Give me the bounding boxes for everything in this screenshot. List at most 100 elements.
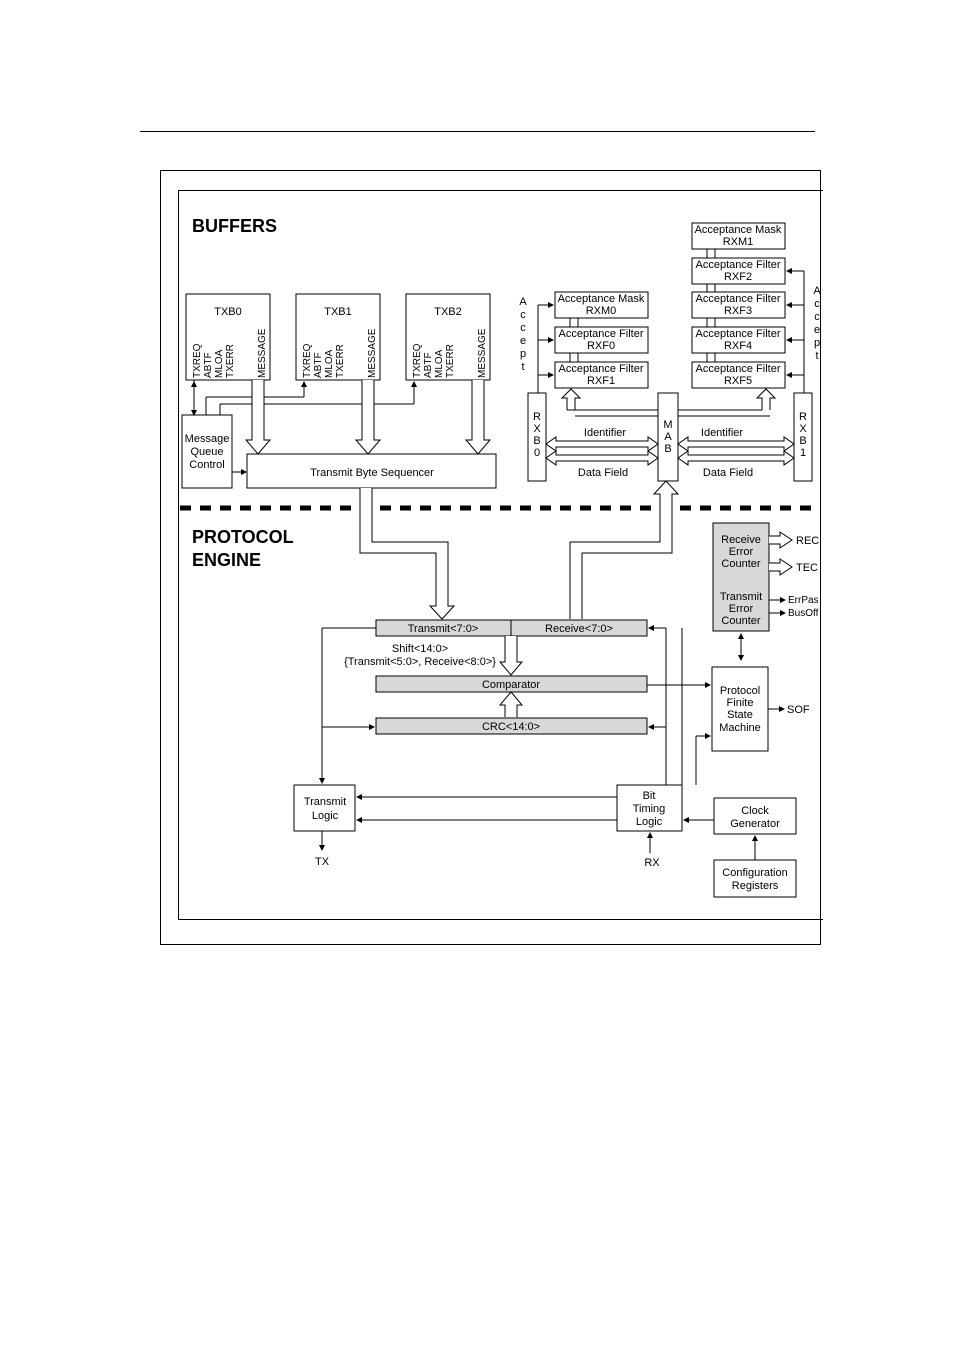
txb1-bit-mloa: MLOA	[324, 349, 335, 378]
txb2-block: TXB2 TXREQ ABTF MLOA TXERR MESSAGE	[405, 293, 491, 381]
txb1-block: TXB1 TXREQ ABTF MLOA TXERR MESSAGE	[295, 293, 381, 381]
rxf5-l1: Acceptance Filter	[696, 363, 781, 375]
rxb0-block: R X B 0	[527, 392, 547, 482]
transmit-byte-sequencer: Transmit Byte Sequencer	[246, 453, 497, 489]
protocol-title-1: PROTOCOL	[192, 527, 294, 547]
accept-right: A c c e p t	[813, 285, 821, 362]
mab-0: M	[663, 419, 672, 431]
tec-l1: Transmit	[720, 591, 762, 603]
txb1-message: MESSAGE	[367, 328, 378, 378]
btl-l3: Logic	[636, 816, 663, 828]
pfsm-l2: Finite	[727, 697, 754, 709]
txb1-bit-txreq: TXREQ	[302, 343, 313, 378]
rxf0-l1: Acceptance Filter	[559, 328, 644, 340]
data-field-left: Data Field	[578, 467, 628, 479]
rxf0-l2: RXF0	[587, 340, 615, 352]
accept-r-5: t	[815, 350, 818, 362]
buffers-title: BUFFERS	[192, 216, 277, 236]
figure-frame	[160, 170, 821, 945]
rxb1-0: R	[799, 411, 807, 423]
rxb1-3: 1	[800, 447, 806, 459]
crc-label: CRC<14:0>	[482, 721, 540, 733]
accept-l-5: t	[521, 361, 524, 373]
rxf3-l2: RXF3	[724, 305, 752, 317]
rxf2-l2: RXF2	[724, 271, 752, 283]
txb2-bit-abtf: ABTF	[423, 352, 434, 378]
receive-reg-label: Receive<7:0>	[545, 623, 613, 635]
rxb0-0: R	[533, 411, 541, 423]
rxb0-3: 0	[534, 447, 540, 459]
rxb1-1: X	[799, 423, 807, 435]
crc-to-comparator-arrow	[498, 691, 524, 717]
pfsm-l4: Machine	[719, 722, 761, 734]
protocol-title-2: ENGINE	[192, 550, 261, 570]
rec-l3: Counter	[721, 558, 760, 570]
message-queue-control: Message Queue Control	[181, 414, 233, 489]
top-rule	[140, 131, 815, 132]
clock-l1: Clock	[741, 805, 769, 817]
busoff-label: BusOff	[788, 608, 819, 619]
accept-r-1: c	[814, 298, 820, 310]
txb0-bit-mloa: MLOA	[214, 349, 225, 378]
txb1-bit-abtf: ABTF	[313, 352, 324, 378]
accept-r-4: p	[814, 337, 820, 349]
mqc-line-2: Queue	[190, 446, 223, 458]
tbs-label: Transmit Byte Sequencer	[310, 467, 434, 479]
txb0-bit-txerr: TXERR	[225, 344, 236, 378]
btl-l1: Bit	[643, 790, 656, 802]
receive-to-mab-arrow	[569, 480, 680, 619]
mab-buses	[545, 388, 795, 466]
config-l1: Configuration	[722, 867, 787, 879]
accept-left: A c c e p t	[519, 296, 527, 373]
shift-to-comparator-arrow	[498, 636, 524, 676]
clock-l2: Generator	[730, 818, 780, 830]
crc-block: CRC<14:0>	[375, 717, 648, 735]
data-field-right: Data Field	[703, 467, 753, 479]
transmit-logic-block: Transmit Logic	[293, 784, 356, 832]
mab-2: B	[664, 443, 671, 455]
identifier-right: Identifier	[701, 427, 744, 439]
rec-l2: Error	[729, 546, 754, 558]
message-arrows	[244, 380, 492, 455]
rxb0-2: B	[533, 435, 540, 447]
tec-l3: Counter	[721, 615, 760, 627]
rxf1-l1: Acceptance Filter	[559, 363, 644, 375]
diagram-frame	[178, 190, 823, 920]
rxf5-l2: RXF5	[724, 375, 752, 387]
txb2-label: TXB2	[434, 306, 462, 318]
accept-l-2: c	[520, 322, 526, 334]
rec-label: REC	[796, 535, 819, 547]
identifier-left: Identifier	[584, 427, 627, 439]
tx-label: TX	[315, 856, 330, 868]
txb0-label: TXB0	[214, 306, 242, 318]
rxf3-l1: Acceptance Filter	[696, 293, 781, 305]
sof-label: SOF	[787, 704, 810, 716]
rxf4-l1: Acceptance Filter	[696, 328, 781, 340]
mab-1: A	[664, 431, 672, 443]
comparator-label: Comparator	[482, 679, 540, 691]
error-counters: Receive Error Counter Transmit Error Cou…	[712, 522, 793, 632]
rx-left-filters: Acceptance Mask RXM0 Acceptance Filter R…	[554, 291, 649, 389]
tl-l2: Logic	[312, 810, 339, 822]
accept-l-4: p	[520, 348, 526, 360]
rxb1-2: B	[799, 435, 806, 447]
txb0-bit-txreq: TXREQ	[192, 343, 203, 378]
tl-l1: Transmit	[304, 796, 346, 808]
rxm0-l1: Acceptance Mask	[558, 293, 645, 305]
mqc-line-1: Message	[185, 433, 230, 445]
transmit-reg-label: Transmit<7:0>	[408, 623, 479, 635]
accept-l-3: e	[520, 335, 526, 347]
accept-r-0: A	[813, 285, 821, 297]
mqc-line-3: Control	[189, 459, 224, 471]
txb0-block: TXB0 TXREQ ABTF MLOA TXERR MESSAGE	[185, 293, 271, 381]
shift-label-1: Shift<14:0>	[392, 643, 448, 655]
rxf4-l2: RXF4	[724, 340, 752, 352]
txb1-bit-txerr: TXERR	[335, 344, 346, 378]
accept-r-2: c	[814, 311, 820, 323]
configuration-registers-block: Configuration Registers	[713, 859, 797, 898]
rx-right-filters: Acceptance Mask RXM1 Acceptance Filter R…	[691, 222, 786, 389]
tec-l2: Error	[729, 603, 754, 615]
accept-l-1: c	[520, 309, 526, 321]
shift-registers: Transmit<7:0> Receive<7:0>	[375, 619, 648, 637]
config-l2: Registers	[732, 880, 779, 892]
